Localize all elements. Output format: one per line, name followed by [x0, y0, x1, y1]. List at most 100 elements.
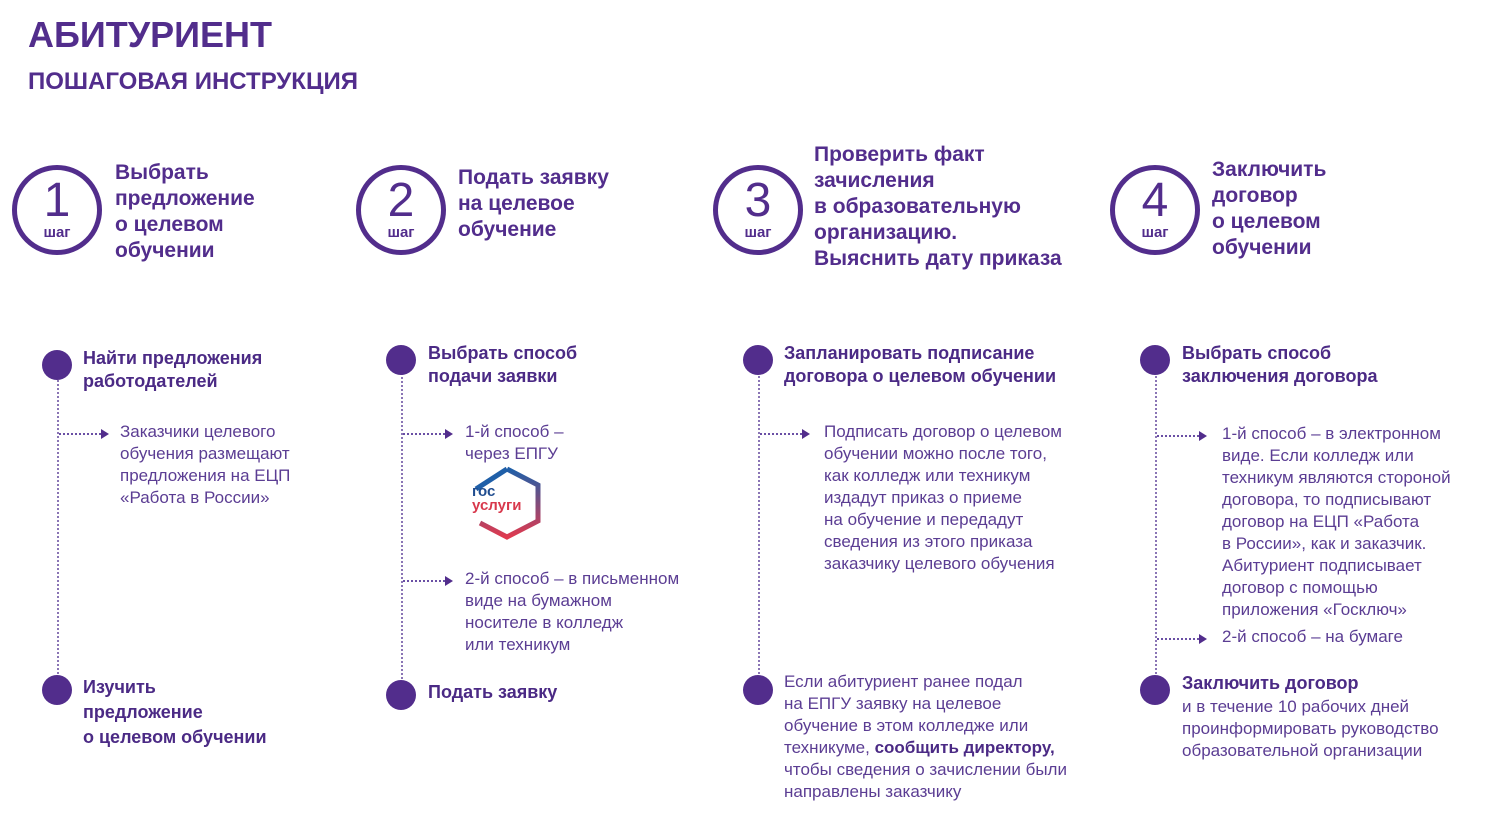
text-line: техникуме, сообщить директору,	[784, 737, 1067, 759]
page-title: АБИТУРИЕНТ	[28, 14, 273, 55]
step-number: 4	[1141, 174, 1169, 227]
text-line: Выбрать способ	[1182, 343, 1332, 363]
text-line: Выбрать способ	[428, 343, 578, 363]
text-line: заказчику целевого обучения	[824, 554, 1055, 573]
bottom-text: и в течение 10 рабочих дней проинформиров…	[1182, 696, 1439, 762]
connector-line	[760, 433, 802, 435]
text-line: о целевом обучении	[83, 727, 267, 747]
text-line: Проверить факт	[814, 143, 985, 166]
connector-line	[403, 580, 445, 582]
text-line: на обучение и передадут	[824, 510, 1024, 529]
text-line: договора о целевом обучении	[784, 366, 1057, 386]
logo-text-uslugi: услуги	[472, 497, 522, 514]
text-line: техникум являются стороной	[1222, 468, 1451, 487]
step-number: 3	[744, 174, 772, 227]
text-line: обучении	[1212, 236, 1312, 259]
branch-text: Заказчики целевого обучения размещают пред…	[120, 421, 290, 509]
timeline-line	[1155, 360, 1157, 690]
text-line: предложения на ЕЦП	[120, 466, 291, 485]
step-word: шаг	[43, 224, 71, 241]
text-line: обучения размещают	[120, 444, 290, 463]
text-line: проинформировать руководство	[1182, 719, 1439, 738]
text-line: Подать заявку	[428, 682, 558, 702]
text-line: сведения из этого приказа	[824, 532, 1033, 551]
timeline-dot	[386, 680, 416, 710]
text-line: «Работа в России»	[120, 488, 270, 507]
text-line: и в течение 10 рабочих дней	[1182, 697, 1410, 716]
text-line: чтобы сведения о зачислении были	[784, 760, 1067, 779]
text-line: Подписать договор о целевом	[824, 422, 1062, 441]
text-line: в России», как и заказчик.	[1222, 534, 1427, 553]
text-line: Абитуриент подписывает	[1222, 556, 1422, 575]
connector-line	[403, 433, 445, 435]
text-line: через ЕПГУ	[465, 444, 558, 463]
text-line: на ЕПГУ заявку на целевое	[784, 694, 1002, 713]
text-line: Выяснить дату приказа	[814, 247, 1062, 270]
action-heading: Подать заявку	[428, 680, 557, 705]
text-line: о целевом	[115, 213, 224, 236]
timeline-dot	[386, 345, 416, 375]
text-line: Заключить	[1212, 158, 1327, 181]
text-line: Выбрать	[115, 161, 209, 184]
gosuslugi-logo	[470, 465, 544, 541]
text-line: договора, то подписывают	[1222, 490, 1432, 509]
text-line: обучение в этом колледже или	[784, 716, 1029, 735]
bottom-text: Если абитуриент ранее подал на ЕПГУ заявк…	[784, 671, 1067, 803]
text-line: зачисления	[814, 169, 935, 192]
step-word: шаг	[1141, 224, 1169, 241]
text-line: приложения «Госключ»	[1222, 600, 1407, 619]
arrow-right-icon	[445, 576, 453, 586]
branch-text: 2-й способ – на бумаге	[1222, 626, 1403, 648]
bold-emphasis: сообщить директору,	[874, 738, 1055, 757]
timeline-line	[401, 360, 403, 695]
text-line: носителе в колледж	[465, 613, 624, 632]
text-line: Изучить	[83, 677, 156, 697]
arrow-right-icon	[802, 429, 810, 439]
text-line: 1-й способ –	[465, 422, 564, 441]
text-line: виде на бумажном	[465, 591, 612, 610]
text-line: договор	[1212, 184, 1298, 207]
text-line: Заказчики целевого	[120, 422, 276, 441]
text-line: образовательной организации	[1182, 741, 1423, 760]
text-line: Найти предложения	[83, 348, 263, 368]
arrow-right-icon	[1199, 634, 1207, 644]
text-line: предложение	[83, 702, 203, 722]
text-line: обучении	[115, 239, 215, 262]
timeline-dot	[1140, 675, 1170, 705]
step-word: шаг	[744, 224, 772, 241]
text-line: 2-й способ – на бумаге	[1222, 627, 1403, 646]
text-line: Если абитуриент ранее подал	[784, 672, 1023, 691]
connector-line	[59, 433, 101, 435]
text-line: о целевом	[1212, 210, 1321, 233]
logo-text-gos: гос	[472, 483, 496, 500]
text-line: направлены заказчику	[784, 782, 962, 801]
text-line: договор на ЕЦП «Работа	[1222, 512, 1420, 531]
timeline-dot	[1140, 345, 1170, 375]
text-line: заключения договора	[1182, 366, 1378, 386]
action-heading: Выбрать способ подачи заявки	[428, 342, 577, 388]
text-line: как колледж или техникум	[824, 466, 1031, 485]
text-line: договор с помощью	[1222, 578, 1378, 597]
timeline-line	[57, 365, 59, 690]
branch-text: 1-й способ – через ЕПГУ	[465, 421, 564, 465]
text-line: Подать заявку	[458, 166, 609, 189]
text-line: 2-й способ – в письменном	[465, 569, 680, 588]
text-line: 1-й способ – в электронном	[1222, 424, 1441, 443]
text-line: или техникум	[465, 635, 571, 654]
timeline-dot	[42, 350, 72, 380]
text-line: подачи заявки	[428, 366, 558, 386]
arrow-right-icon	[445, 429, 453, 439]
timeline-dot	[743, 345, 773, 375]
step-number: 2	[387, 174, 415, 227]
